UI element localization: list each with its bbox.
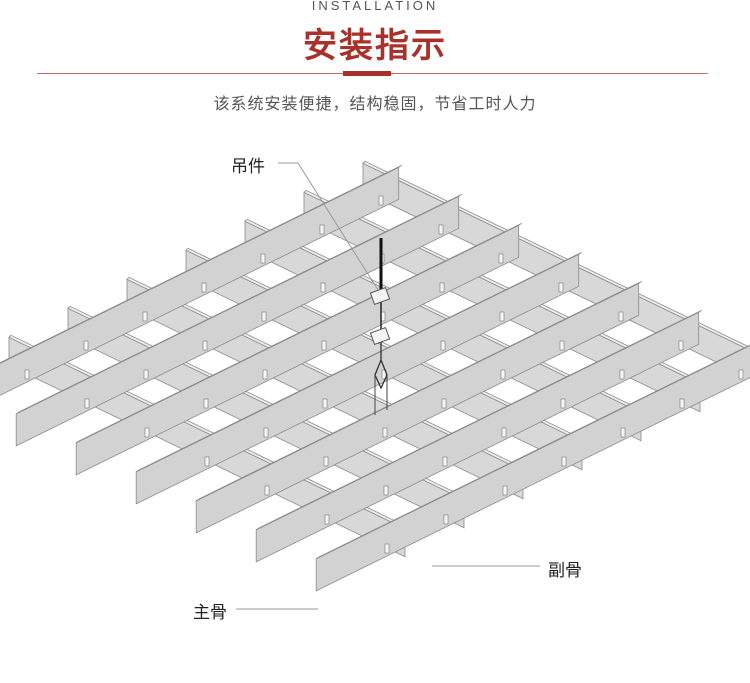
keel-slot	[203, 398, 209, 409]
main-keel-top	[195, 280, 642, 502]
keel-slot	[143, 369, 149, 380]
keel-slot	[261, 311, 267, 322]
keel-slot	[142, 311, 148, 322]
label-secondary-keel: 副骨	[548, 561, 582, 581]
keel-slot	[439, 282, 445, 293]
main-keel-top	[315, 344, 750, 560]
keel-slot	[382, 427, 388, 438]
keel-slot	[84, 398, 90, 409]
keel-slot	[561, 456, 567, 467]
keel-slot	[83, 340, 89, 351]
keel-slot	[383, 485, 389, 496]
main-keel-top	[255, 309, 702, 531]
keel-slot	[262, 369, 268, 380]
keel-slot	[324, 514, 330, 525]
keel-slot	[443, 514, 449, 525]
page-title: 安装指示	[303, 26, 447, 66]
keel-slot	[500, 369, 506, 380]
keel-slot	[619, 369, 625, 380]
keel-slot	[501, 427, 507, 438]
keel-slot	[558, 282, 564, 293]
keel-slot	[618, 311, 624, 322]
keel-slot	[499, 311, 505, 322]
keel-slot	[679, 398, 685, 409]
section-kicker: INSTALLATION	[311, 0, 439, 13]
keel-slot	[144, 427, 150, 438]
label-main-keel: 主骨	[193, 603, 227, 623]
keel-slot	[202, 340, 208, 351]
keel-slot	[322, 398, 328, 409]
keel-slot	[321, 340, 327, 351]
keel-slot	[560, 398, 566, 409]
keel-slot	[320, 282, 326, 293]
keel-slot	[442, 456, 448, 467]
page-subtitle: 该系统安装便捷，结构稳固，节省工时人力	[213, 94, 537, 113]
leader-lines	[236, 162, 540, 610]
keel-slot	[260, 253, 266, 264]
keel-slot	[264, 485, 270, 496]
keel-slot	[384, 543, 390, 554]
label-hanger: 吊件	[231, 157, 265, 177]
main-keel-top	[15, 193, 462, 415]
main-keel-top	[75, 222, 522, 444]
keel-slot	[678, 340, 684, 351]
keel-slot	[441, 398, 447, 409]
keel-slot	[438, 224, 444, 235]
keel-slot	[201, 282, 207, 293]
main-keel-top	[135, 251, 582, 473]
main-keels	[0, 164, 750, 592]
keel-slot	[319, 224, 325, 235]
keel-slot	[498, 253, 504, 264]
hanger-rod	[369, 238, 391, 415]
keel-slot	[738, 369, 744, 380]
keel-slot	[263, 427, 269, 438]
keel-slot	[323, 456, 329, 467]
keel-slot	[204, 456, 210, 467]
keel-slot	[381, 369, 387, 380]
keel-slot	[620, 427, 626, 438]
main-keel-top	[0, 164, 402, 364]
divider-accent	[343, 71, 391, 76]
keel-slot	[24, 369, 30, 380]
keel-slot	[502, 485, 508, 496]
keel-slot	[559, 340, 565, 351]
keel-slot	[440, 340, 446, 351]
keel-slot	[378, 195, 384, 206]
